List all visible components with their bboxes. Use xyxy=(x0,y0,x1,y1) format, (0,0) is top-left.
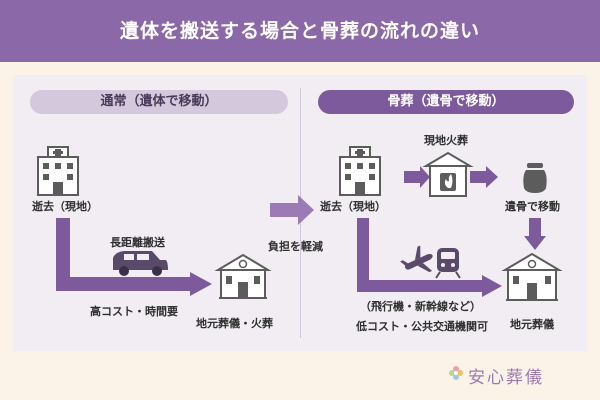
to-cremation-arrow xyxy=(420,166,430,188)
left-flow-arrowhead xyxy=(190,272,212,296)
to-urn-arrow xyxy=(486,166,498,188)
hospital-icon-right xyxy=(339,146,381,196)
hearse-icon xyxy=(113,251,168,276)
middle-arrow xyxy=(270,195,314,225)
right-flow-arrow xyxy=(357,218,482,292)
right-header: 骨葬（遺骨で移動） xyxy=(318,90,574,114)
page-title: 遺体を搬送する場合と骨葬の流れの違い xyxy=(0,0,600,62)
left-cost-label: 高コスト・時間要 xyxy=(90,305,178,318)
middle-label: 負担を軽減 xyxy=(268,240,323,253)
right-destination-label: 地元葬儀 xyxy=(510,318,554,331)
airplane-icon xyxy=(400,245,433,273)
left-flow-arrow xyxy=(56,218,190,291)
right-origin-label: 逝去（現地） xyxy=(320,200,386,213)
right-move-label: 遺骨で移動 xyxy=(505,200,560,213)
crematorium-icon xyxy=(422,151,474,197)
right-flow-arrowhead xyxy=(482,275,502,297)
right-means-label: （飛行機・新幹線など） xyxy=(360,300,481,313)
urn-icon xyxy=(523,163,547,193)
left-destination-label: 地元葬儀・火葬 xyxy=(196,317,273,330)
right-cremation-label: 現地火葬 xyxy=(424,134,468,147)
hospital-icon xyxy=(37,146,79,196)
left-origin-label: 逝去（現地） xyxy=(32,200,98,213)
left-header: 通常（遺体で移動） xyxy=(30,90,288,114)
flower-icon xyxy=(449,366,463,380)
funeral-hall-icon xyxy=(214,253,272,299)
left-transport-label: 長距離搬送 xyxy=(110,236,165,249)
funeral-hall-icon-right xyxy=(501,252,563,301)
brand-logo: 安心葬儀 xyxy=(468,368,544,388)
to-funeral-arrow xyxy=(524,236,546,250)
right-cost-label: 低コスト・公共交通機関可 xyxy=(356,320,488,333)
train-icon xyxy=(435,248,461,279)
